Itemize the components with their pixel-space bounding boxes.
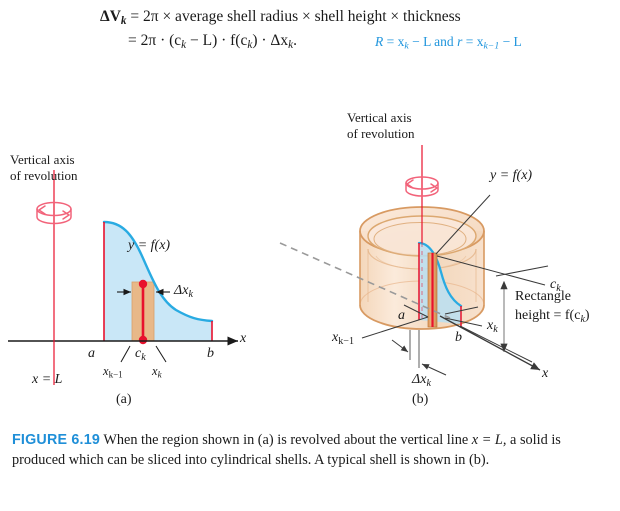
ck-sub-b: k: [556, 282, 561, 294]
panel-b-letter: (b): [412, 392, 429, 407]
leader-xk1-b: [361, 316, 429, 339]
eq2-part4: .: [293, 32, 297, 49]
xk-sub-a: k: [157, 369, 162, 380]
leader-curve-label-b: [435, 194, 491, 255]
note-eq2: = x: [462, 34, 484, 49]
curve-label-a: y = f(x): [128, 238, 171, 253]
caption-part1: When the region shown in (a) is revolved…: [103, 432, 472, 448]
caption-part2: a solid is produced which can be sliced …: [12, 432, 561, 469]
shell-top-point: [138, 279, 148, 289]
leader-a-b: [403, 304, 429, 318]
leader-ck-b: [436, 255, 546, 286]
tick-label-b: b: [207, 346, 214, 361]
label-b-b: b: [455, 330, 462, 345]
note-end: − L: [499, 34, 522, 49]
panel-a-graphics: [8, 170, 238, 385]
x-axis-label-a: x: [240, 331, 247, 346]
caliper-arrow-left-b: [391, 339, 409, 353]
label-xk1-b: xk−1: [332, 330, 354, 348]
delta-xk-label-a: Δxk: [174, 283, 193, 301]
panel-b-graphics: [279, 145, 549, 376]
tick-label-xk-a: xk: [152, 364, 162, 380]
axis-label-a-line2: of revolution: [10, 168, 78, 184]
rect-height-guide-bottom: [459, 325, 533, 363]
curve-label-b: y = f(x): [490, 168, 533, 183]
rectangle-height-label: Rectangle height = f(ck): [515, 288, 590, 326]
leader-xk1-a: [120, 345, 131, 363]
eq2-part3: ) · Δx: [252, 32, 289, 49]
rotation-arrow-icon-a: [36, 201, 72, 225]
eq2-part1: = 2π · (c: [128, 32, 182, 49]
leader-xk-b: [444, 317, 483, 327]
ck-text-b: c: [550, 277, 557, 292]
delta-xk-label-b: Δxk: [412, 372, 431, 390]
note-eq1: = x: [383, 34, 405, 49]
panel-a-letter: (a): [116, 392, 132, 407]
function-curve-b: [417, 241, 463, 308]
figure-caption: FIGURE 6.19 When the region shown in (a)…: [12, 430, 608, 471]
rotation-arrow-icon-b: [405, 176, 439, 197]
leader-xk-a: [155, 345, 167, 363]
delta-xk-sub-a: k: [188, 288, 193, 300]
dashed-depth-axis: [279, 242, 451, 319]
eq2-sub1: k: [181, 39, 187, 52]
note-r: r: [457, 34, 463, 49]
xk1-sub-a: k−1: [108, 369, 123, 380]
label-a-b: a: [398, 308, 405, 323]
delta-xk-text-b: Δx: [412, 372, 427, 387]
xk-text-b: x: [487, 318, 494, 333]
xk-text-a: x: [152, 364, 158, 378]
delta-xk-sub-b: k: [426, 377, 431, 389]
x-axis-b: [439, 315, 541, 371]
xk-sub-b: k: [493, 323, 498, 335]
caption-math: x = L,: [471, 432, 507, 448]
axis-of-revolution-label-a: Vertical axis of revolution: [10, 152, 78, 185]
delta-v-symbol: ΔVk: [100, 8, 127, 28]
equation-line-2: = 2π · (ck − L) · f(ck) · Δxk.: [128, 32, 297, 51]
xk1-sub-b: k−1: [338, 335, 354, 347]
rect-label-line2: height = f(ck): [515, 307, 590, 326]
caliper-arrow-right-b: [421, 363, 447, 376]
rect-label-line1: Rectangle: [515, 289, 571, 304]
axis-label-b-line1: Vertical axis: [347, 110, 412, 125]
note-R: R: [375, 34, 384, 49]
figure-number: FIGURE 6.19: [12, 432, 101, 448]
rect-height-guide-top: [495, 265, 549, 277]
x-axis-label-b: x: [542, 366, 549, 381]
equation-line-1: ΔVk = 2π × average shell radius × shell …: [100, 8, 461, 27]
tick-label-xk1-a: xk−1: [103, 364, 123, 380]
axis-label-a-line1: Vertical axis: [10, 152, 75, 167]
xk1-text-a: x: [103, 364, 109, 378]
eq2-sub3: k: [288, 39, 294, 52]
delta-xk-text-a: Δx: [174, 283, 189, 298]
label-xk-b: xk: [487, 318, 498, 336]
equation-line-1-rest: = 2π × average shell radius × shell heig…: [126, 8, 461, 25]
equation-side-note: R = xk − L and r = xk−1 − L: [375, 34, 522, 52]
eq2-sub2: k: [247, 39, 253, 52]
ck-sub-a: k: [141, 351, 146, 363]
rect-line2-b: ): [584, 307, 590, 323]
tick-label-a: a: [88, 346, 95, 361]
xk1-text-b: x: [332, 330, 339, 345]
cylinder-bottom-arc: [359, 304, 485, 330]
function-curve: [102, 220, 214, 323]
axis-of-revolution-label-b: Vertical axis of revolution: [347, 110, 415, 143]
note-sub2: k−1: [483, 40, 500, 52]
axis-label-b-line2: of revolution: [347, 126, 415, 142]
label-ck-b: ck: [550, 277, 561, 295]
rect-line2-a: height = f(c: [515, 307, 581, 323]
leader-ck-tick-b: [444, 306, 479, 315]
note-sub1: k: [404, 40, 409, 52]
ck-text-a: c: [135, 346, 142, 361]
note-mid: − L and: [408, 34, 458, 49]
region-under-curve: [104, 222, 212, 341]
shell-bottom-point: [138, 335, 148, 345]
tick-label-ck-a: ck: [135, 346, 146, 364]
rect-line2-sub: k: [580, 313, 585, 325]
eq2-part2: − L) · f(c: [186, 32, 248, 49]
x-equals-L-label: x = L: [32, 372, 63, 387]
